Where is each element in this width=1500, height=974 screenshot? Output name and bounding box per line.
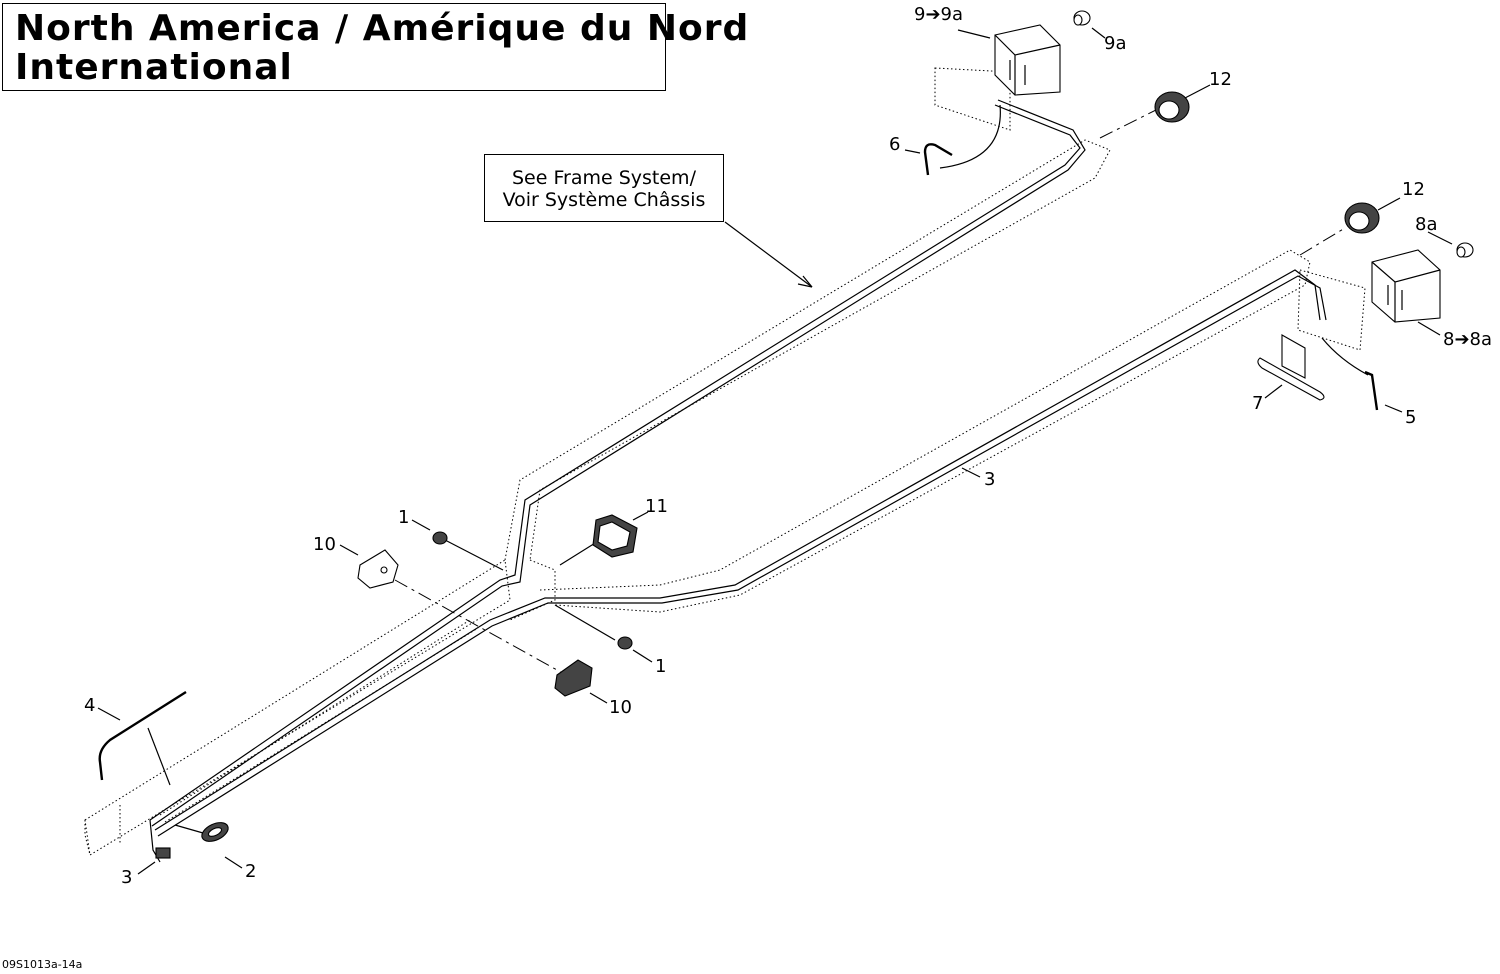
callout-10-top: 10 — [313, 534, 336, 555]
frame-outline — [84, 67, 1366, 856]
part-6-pin — [923, 143, 953, 176]
part-4-rod — [98, 690, 187, 781]
callout-8-to-8a: 8➔8a — [1443, 329, 1493, 350]
part-5-pin — [1364, 370, 1379, 411]
callout-5: 5 — [1405, 407, 1417, 428]
part-12-ring-right — [1344, 202, 1380, 234]
part-2-grommet — [201, 822, 229, 842]
callout-1-top: 1 — [398, 507, 410, 528]
callout-10-bottom: 10 — [609, 697, 632, 718]
part-8-lamp — [1371, 249, 1441, 323]
leader-lines — [147, 104, 1369, 836]
part-1-grommet-bottom — [617, 636, 633, 650]
callout-3-mid: 3 — [984, 469, 996, 490]
callout-12-right: 12 — [1402, 179, 1425, 200]
callout-2: 2 — [245, 861, 257, 882]
callout-6: 6 — [889, 134, 901, 155]
part-10-lamp-bottom — [554, 659, 593, 697]
part-3-connector — [155, 847, 171, 859]
title-line-2: International — [15, 47, 293, 88]
part-11-grommet — [592, 514, 638, 558]
title-line-1: North America / Amérique du Nord — [15, 8, 750, 49]
callout-7: 7 — [1252, 393, 1264, 414]
frame-note-box: See Frame System/ Voir Système Châssis — [484, 154, 724, 222]
part-1-grommet-top — [432, 531, 448, 545]
callout-9-to-9a: 9➔9a — [914, 4, 964, 25]
frame-note-line-1: See Frame System/ — [512, 167, 696, 189]
callout-8a: 8a — [1415, 214, 1438, 235]
callout-1-bottom: 1 — [655, 656, 667, 677]
callout-11: 11 — [645, 496, 668, 517]
callout-4: 4 — [84, 695, 96, 716]
frame-note-line-2: Voir Système Châssis — [502, 189, 706, 211]
part-7-bracket — [1257, 334, 1325, 401]
callout-3-bottom: 3 — [121, 867, 133, 888]
callout-12-top: 12 — [1209, 69, 1232, 90]
part-9a-bulb — [1073, 10, 1091, 26]
drawing-code: 09S1013a-14a — [2, 958, 83, 971]
part-8a-bulb — [1456, 242, 1474, 258]
part-9-lamp — [994, 24, 1061, 96]
callout-9a: 9a — [1104, 33, 1127, 54]
wire-harness — [149, 99, 1327, 863]
part-10-lamp-top — [357, 549, 399, 589]
callout-leaders — [97, 27, 1453, 875]
part-12-ring-top — [1154, 91, 1190, 123]
title-box: North America / Amérique du Nord Interna… — [2, 3, 748, 91]
